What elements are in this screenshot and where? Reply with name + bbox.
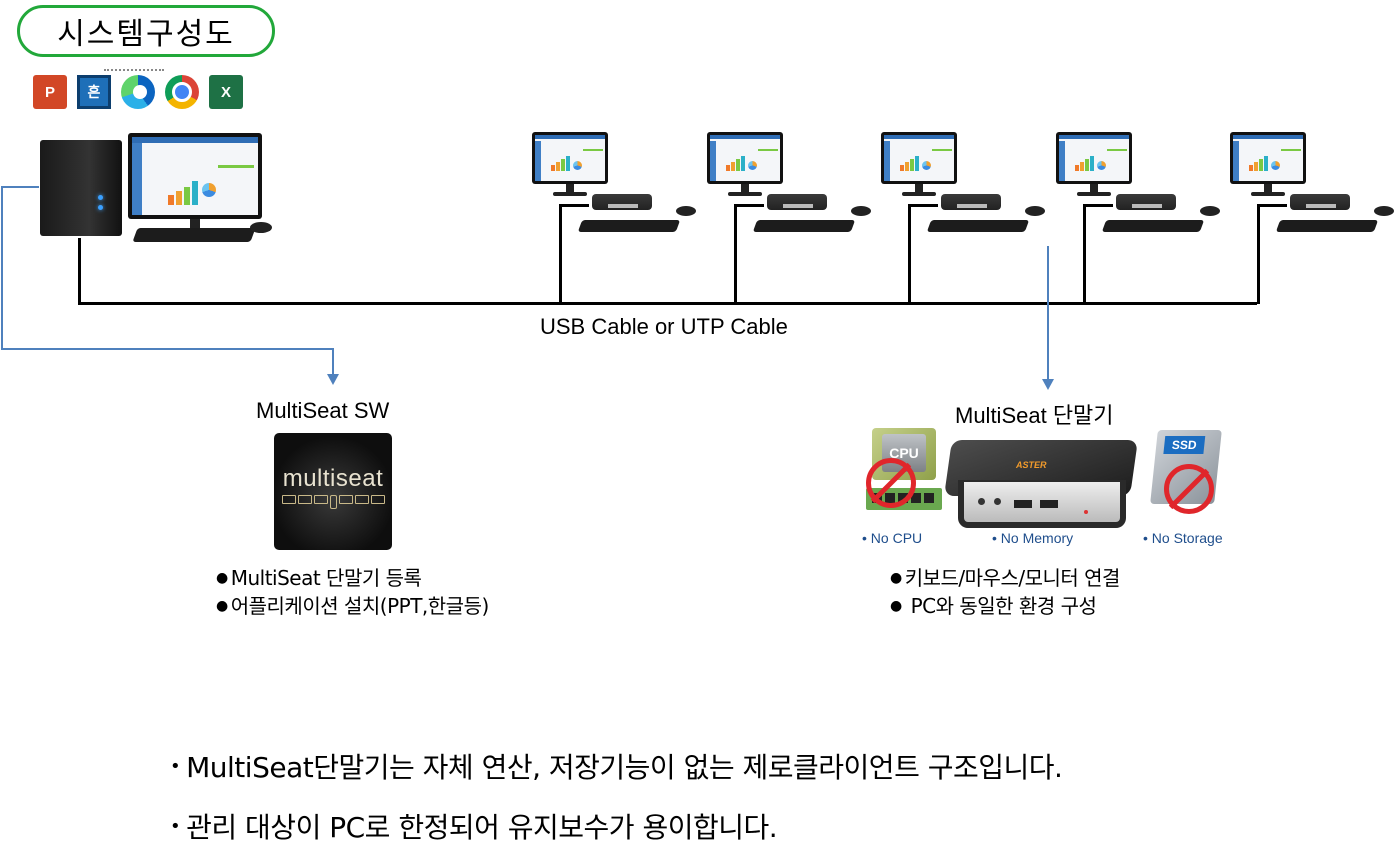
- terminal-cable-stub: [559, 204, 589, 207]
- chrome-icon: [165, 75, 199, 109]
- caption-no-storage: • No Storage: [1143, 530, 1223, 546]
- sw-bullet-item: ●MultiSeat 단말기 등록: [216, 566, 422, 590]
- sw-bullet-item: ●어플리케이션 설치(PPT,한글등): [216, 594, 490, 618]
- terminal-station: [1054, 132, 1224, 244]
- mouse-icon: [851, 206, 871, 216]
- mouse-icon: [250, 222, 272, 233]
- mouse-icon: [1200, 206, 1220, 216]
- seat-monitors-icon: [281, 494, 385, 509]
- prohibited-icon: [1164, 464, 1214, 514]
- mouse-icon: [1025, 206, 1045, 216]
- ssd-figure: SSD: [1150, 430, 1226, 514]
- sw-bullet-list: ●MultiSeat 단말기 등록 ●어플리케이션 설치(PPT,한글등): [216, 564, 489, 620]
- powerpoint-icon-glyph: P: [44, 83, 55, 101]
- monitor-icon: [707, 132, 783, 196]
- multiseat-logo-text: multiseat: [282, 464, 384, 492]
- mouse-icon: [676, 206, 696, 216]
- bus-cable-line: [78, 302, 1257, 305]
- terminal-section-title: MultiSeat 단말기: [955, 403, 1114, 428]
- cpu-memory-figure: CPU: [866, 428, 942, 514]
- terminal-station: [879, 132, 1049, 244]
- sw-arrow-icon: [327, 374, 339, 385]
- terminal-bullet-list: ●키보드/마우스/모니터 연결 ● PC와 동일한 환경 구성: [890, 564, 1120, 620]
- prohibited-icon: [866, 458, 916, 508]
- powerpoint-icon: P: [33, 75, 71, 109]
- host-cable-line: [78, 238, 81, 304]
- keyboard-icon: [1275, 220, 1379, 232]
- terminal-cable-drop: [734, 204, 737, 304]
- terminal-cable-stub: [1257, 204, 1287, 207]
- sw-section-title: MultiSeat SW: [256, 398, 390, 423]
- monitor-icon: [1056, 132, 1132, 196]
- terminal-bullet-item: ●키보드/마우스/모니터 연결: [890, 566, 1121, 590]
- multiseat-terminal-icon: [1116, 194, 1176, 210]
- sw-connector-drop: [332, 348, 334, 376]
- caption-no-cpu: • No CPU: [862, 530, 923, 546]
- terminal-station: [705, 132, 875, 244]
- terminal-bullet-item: ● PC와 동일한 환경 구성: [890, 594, 1097, 618]
- host-monitor-icon: [128, 133, 262, 236]
- terminal-cable-drop: [1083, 204, 1086, 304]
- excel-icon-glyph: X: [220, 83, 231, 101]
- keyboard-icon: [577, 220, 681, 232]
- keyboard-icon: [926, 220, 1030, 232]
- terminal-bullet-text: PC와 동일한 환경 구성: [904, 594, 1097, 618]
- cable-label: USB Cable or UTP Cable: [540, 314, 788, 339]
- ssd-label: SSD: [1163, 436, 1206, 454]
- terminal-cable-drop: [559, 204, 562, 304]
- monitor-icon: [1230, 132, 1306, 196]
- terminal-station: [1228, 132, 1397, 244]
- sw-connector-horizontal: [1, 348, 334, 350]
- hancom-hwp-icon: 흔: [77, 75, 111, 109]
- terminal-cable-drop: [908, 204, 911, 304]
- footer-line-text: 관리 대상이 PC로 한정되어 유지보수가 용이합니다.: [186, 811, 778, 844]
- keyboard-icon: [1101, 220, 1205, 232]
- page-title: 시스템구성도: [17, 5, 275, 57]
- terminal-cable-drop: [1257, 204, 1260, 304]
- monitor-icon: [532, 132, 608, 196]
- multiseat-terminal-icon: [1290, 194, 1350, 210]
- host-pc: [40, 130, 280, 242]
- excel-icon: X: [209, 75, 243, 109]
- caption-no-memory: • No Memory: [992, 530, 1074, 546]
- edge-icon: [121, 75, 155, 109]
- footer-line: •MultiSeat단말기는 자체 연산, 저장기능이 없는 제로클라이언트 구…: [170, 746, 1063, 786]
- multiseat-logo: multiseat: [274, 433, 392, 550]
- app-icon-row: P 흔 X: [33, 75, 243, 109]
- terminal-cable-stub: [1083, 204, 1113, 207]
- sw-connector-vertical: [1, 186, 3, 350]
- keyboard-icon: [752, 220, 856, 232]
- hwp-icon-glyph: 흔: [87, 84, 101, 100]
- monitor-icon: [881, 132, 957, 196]
- divider-dots: [104, 69, 164, 73]
- terminal-station: [530, 132, 700, 244]
- sw-connector-top: [1, 186, 39, 188]
- footer-line: •관리 대상이 PC로 한정되어 유지보수가 용이합니다.: [170, 806, 778, 846]
- keyboard-icon: [132, 228, 256, 242]
- pc-tower-icon: [40, 140, 122, 236]
- terminal-arrow-icon: [1042, 379, 1054, 390]
- multiseat-terminal-icon: [592, 194, 652, 210]
- terminal-connector-line: [1047, 246, 1049, 380]
- bullet-icon: •: [170, 816, 181, 837]
- multiseat-terminal-icon: [767, 194, 827, 210]
- multiseat-terminal-icon: [941, 194, 1001, 210]
- brand-logo: ASTER: [1016, 460, 1047, 470]
- terminal-device-image: ASTER: [944, 440, 1138, 532]
- page-title-text: 시스템구성도: [57, 17, 235, 52]
- terminal-bullet-text: 키보드/마우스/모니터 연결: [904, 566, 1121, 590]
- bullet-icon: •: [170, 756, 181, 777]
- sw-bullet-text: MultiSeat 단말기 등록: [230, 566, 422, 590]
- mouse-icon: [1374, 206, 1394, 216]
- terminal-cable-stub: [908, 204, 938, 207]
- sw-bullet-text: 어플리케이션 설치(PPT,한글등): [230, 594, 490, 618]
- terminal-cable-stub: [734, 204, 764, 207]
- footer-line-text: MultiSeat단말기는 자체 연산, 저장기능이 없는 제로클라이언트 구조…: [186, 751, 1063, 784]
